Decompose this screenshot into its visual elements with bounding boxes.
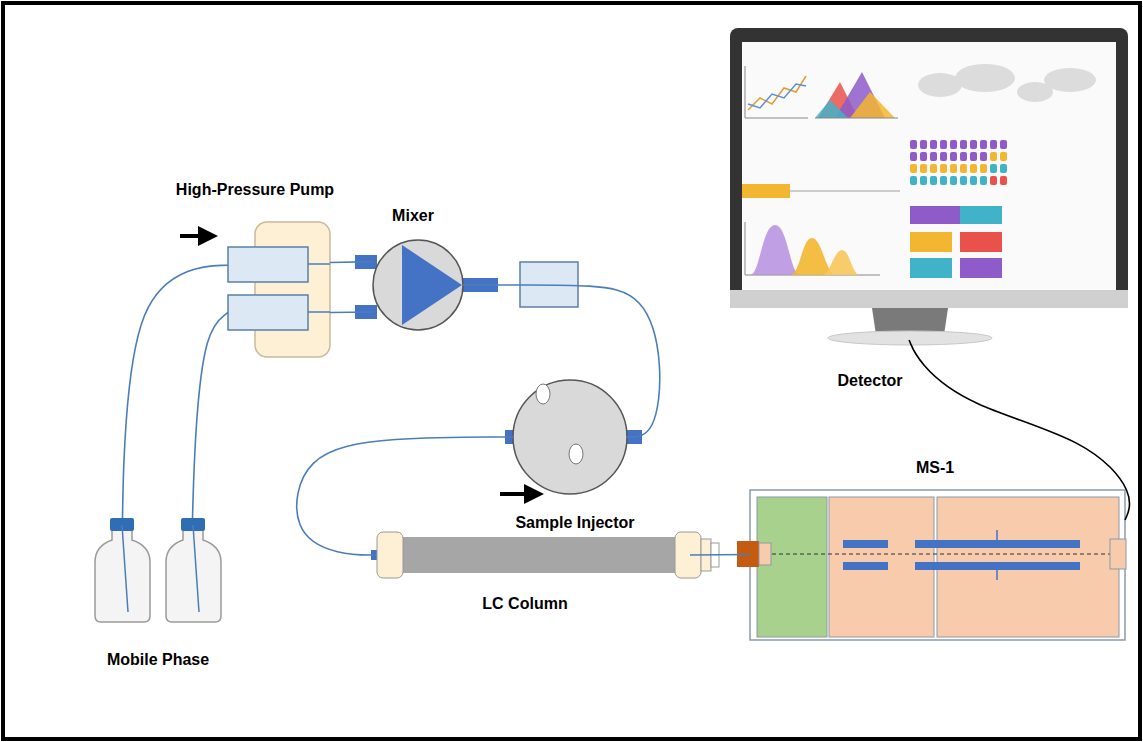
mixer-circle: Mixer (373, 240, 463, 330)
screen-icon (910, 152, 917, 161)
screen-icon (960, 152, 967, 161)
screen-icon (990, 176, 997, 185)
frame (3, 3, 1140, 739)
screen-icon (970, 152, 977, 161)
pump-drawing (180, 222, 330, 357)
screen-icon (1000, 140, 1007, 149)
screen-icon (930, 152, 937, 161)
injector-circle: Sample Injector (513, 380, 627, 494)
screen-icon (910, 176, 917, 185)
component-label: Detector (836, 371, 905, 391)
bottles (95, 518, 221, 622)
screen-icon (970, 176, 977, 185)
injector-drawing (505, 380, 642, 494)
screen-icon (980, 176, 987, 185)
screen-icon (950, 164, 957, 173)
ms-drawing (737, 490, 1126, 640)
screen-icon (960, 176, 967, 185)
screen-icon (930, 164, 937, 173)
screen-icon (950, 140, 957, 149)
tube-connector (463, 285, 660, 437)
screen-icon (980, 164, 987, 173)
ms-box: MS-1 (750, 490, 1125, 640)
screen-icon (960, 164, 967, 173)
component-label: High-Pressure Pump (174, 180, 336, 200)
tube-connector (330, 311, 373, 313)
mobile-phase-bottles: Mobile Phase (95, 518, 220, 625)
component-label: Mixer (390, 206, 436, 226)
tube-connector (690, 554, 750, 556)
screen-icon (990, 152, 997, 161)
screen-icon (980, 152, 987, 161)
screen-icon (960, 140, 967, 149)
component-label: MS-1 (914, 458, 956, 478)
tube-connector (193, 312, 229, 518)
tube-connector (123, 265, 229, 518)
screen-icon (980, 140, 987, 149)
lc-column: LC Column (375, 535, 690, 575)
screen-icon (920, 164, 927, 173)
screen-icon (930, 176, 937, 185)
screen-icon (990, 164, 997, 173)
monitor-drawing (730, 28, 1128, 345)
screen-icon (910, 140, 917, 149)
pump-box: High-Pressure Pump (228, 222, 330, 357)
screen-icon (910, 164, 917, 173)
screen-icon (1000, 176, 1007, 185)
screen-icon (940, 176, 947, 185)
screen-icon (940, 140, 947, 149)
screen-icon (1000, 152, 1007, 161)
tube-connector (909, 340, 1130, 520)
screen-icon (950, 176, 957, 185)
screen-icon (970, 140, 977, 149)
screen-icon (920, 176, 927, 185)
screen-icon (950, 152, 957, 161)
column-drawing (371, 494, 719, 578)
screen-icon (990, 140, 997, 149)
component-label: LC Column (480, 594, 569, 614)
screen-icon (1000, 164, 1007, 173)
tube-connector (297, 437, 513, 555)
screen-icon (920, 152, 927, 161)
screen-icon (940, 152, 947, 161)
component-label: Sample Injector (513, 513, 636, 533)
screen-icon (970, 164, 977, 173)
screen-icon (940, 164, 947, 173)
tube-connector (330, 261, 373, 263)
screen-icon (920, 140, 927, 149)
screen-icon (930, 140, 937, 149)
component-label: Mobile Phase (105, 650, 211, 670)
detector-monitor: Detector (730, 28, 1128, 340)
